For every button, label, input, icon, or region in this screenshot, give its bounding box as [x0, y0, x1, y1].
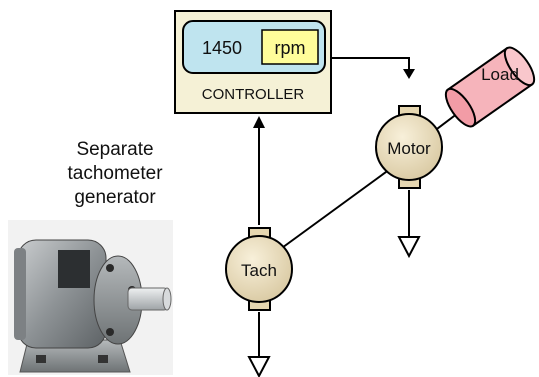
shaft-coupling-line: [275, 164, 397, 253]
tach-ground-symbol: [249, 357, 269, 376]
controller-display-unit: rpm: [275, 38, 306, 58]
load-label: Load: [481, 65, 519, 84]
tach: Tach: [226, 228, 292, 310]
tach-label: Tach: [241, 261, 277, 280]
controller-label: CONTROLLER: [202, 86, 305, 103]
controller-display-value: 1450: [202, 38, 242, 58]
wire-controller-to-motor: [331, 58, 409, 72]
arrow-to-controller: [253, 116, 265, 128]
controller: 1450 rpm CONTROLLER: [175, 11, 331, 113]
arrow-to-motor: [403, 69, 415, 79]
motor: Motor: [376, 106, 442, 188]
motor-label: Motor: [387, 139, 431, 158]
motor-ground-symbol: [399, 237, 419, 256]
load: [441, 43, 539, 131]
tachometer-generator-photo: [8, 220, 173, 375]
